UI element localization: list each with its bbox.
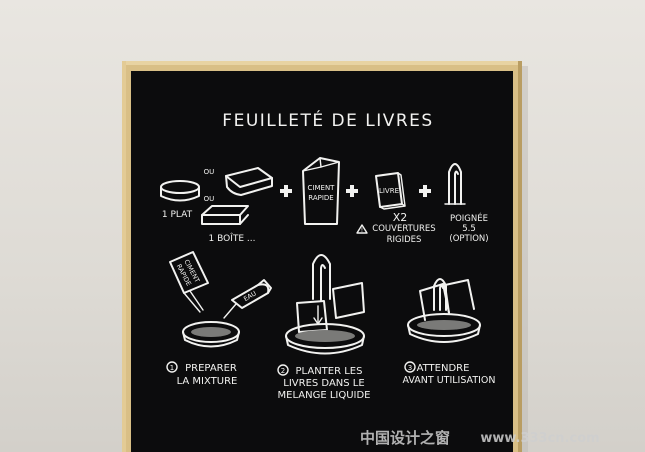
planting-drawing (285, 254, 365, 355)
mixing-dish-drawing (182, 321, 240, 348)
watermark-url: www.333cn.com (480, 431, 599, 446)
x2-label: X2 (393, 211, 408, 224)
svg-text:1: 1 (170, 364, 174, 372)
step-2-line-1: PLANTER LES (296, 366, 363, 377)
ou-label-top: OU (204, 168, 215, 176)
option-label: (OPTION) (449, 234, 488, 244)
plus-icon-1 (280, 185, 292, 197)
finished-object-drawing (407, 278, 481, 343)
step-2-number-icon: 2 (277, 364, 289, 376)
watermark-cn: 中国设计之窗 (360, 429, 450, 447)
svg-text:3: 3 (408, 364, 412, 372)
svg-text:!: ! (361, 227, 363, 234)
cement-bag-drawing (302, 157, 340, 225)
bag-label-1: CIMENT (308, 184, 336, 192)
step-3-line-2: AVANT UTILISATION (402, 375, 495, 386)
poignee-size-label: 5.5 (462, 224, 476, 234)
book-drawing (375, 172, 406, 210)
step-1-line-1: PREPARER (185, 363, 237, 374)
book-label: LIVRE (379, 187, 399, 195)
handle-drawing (444, 163, 466, 205)
water-bottle-drawing (223, 279, 272, 319)
step-2-line-2: LIVRES DANS LE (283, 378, 364, 389)
bag-label-2: RAPIDE (308, 194, 333, 202)
ou-label-bottom: OU (204, 195, 215, 203)
board-title: FEUILLETÉ DE LIVRES (222, 109, 433, 131)
poignee-label: POIGNÉE (450, 212, 488, 224)
round-dish-drawing (160, 180, 200, 202)
chalkboard (131, 71, 513, 452)
couvertures-label: COUVERTURES (372, 224, 435, 234)
step-1-line-2: LA MIXTURE (177, 376, 238, 387)
step-3-line-1: ATTENDRE (417, 363, 470, 374)
step-3-number-icon: 3 (404, 361, 416, 373)
boite-label: 1 BOÎTE ... (209, 232, 256, 244)
cement-packet-drawing (169, 251, 209, 313)
plus-icon-3 (419, 185, 431, 197)
rigides-label: RIGIDES (387, 235, 422, 245)
warning-triangle-icon: ! (356, 224, 368, 234)
step-2-line-3: MELANGE LIQUIDE (278, 390, 371, 401)
plus-icon-2 (346, 185, 358, 197)
plat-label: 1 PLAT (162, 210, 193, 220)
box-drawing (225, 167, 273, 196)
step-1-number-icon: 1 (166, 361, 178, 373)
tray-drawing (201, 205, 249, 225)
svg-text:2: 2 (281, 367, 285, 375)
